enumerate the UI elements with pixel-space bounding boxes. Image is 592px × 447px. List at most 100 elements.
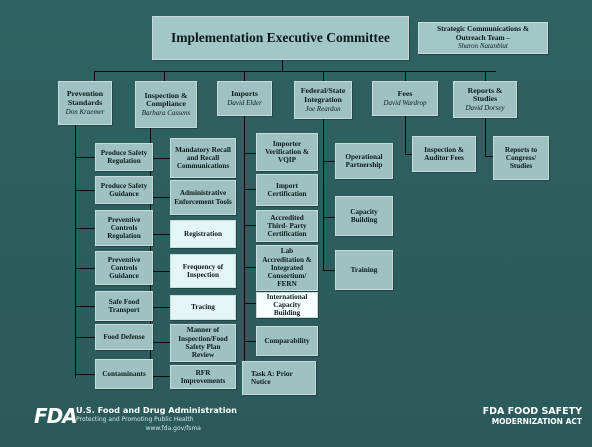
connector-inspection: [164, 71, 166, 81]
spine-fees: [405, 116, 407, 154]
head-inspection-compliance: Inspection & Compliance Barbara Cassens: [135, 81, 197, 128]
fda-tagline: Protecting and Promoting Public Health: [76, 416, 194, 423]
item-label: Preventive Controls Guidance: [107, 255, 141, 281]
item-preventive-controls-guidance: Preventive Controls Guidance: [95, 251, 153, 285]
branch-line: [244, 303, 256, 305]
item-contaminants: Contaminants: [95, 359, 153, 389]
head-title: Inspection & Compliance: [144, 90, 188, 109]
item-label: International Capacity Building: [266, 292, 308, 318]
item-label: Inspection & Auditor Fees: [424, 145, 464, 162]
item-label: Accredited Third- Party Certification: [267, 213, 307, 239]
item-label: Food Defense: [103, 332, 145, 341]
branch-line: [244, 225, 256, 227]
strategic-communications-title: Strategic Communications & Outreach Team…: [437, 24, 529, 42]
item-label: Training: [350, 265, 378, 274]
item-label: Operational Partnership: [345, 152, 383, 169]
branch-line: [150, 271, 170, 273]
item-label: Manner of Inspection/Food Safety Plan Re…: [178, 326, 228, 360]
branch-line: [75, 228, 95, 230]
item-label: Lab Accreditation & Integrated Consortiu…: [262, 247, 312, 289]
executive-committee-box: Implementation Executive Committee: [152, 16, 409, 60]
branch-line: [150, 376, 170, 378]
head-lead: David Dorsey: [465, 104, 505, 113]
item-label: Tracing: [191, 303, 215, 312]
item-label: Reports to Congress/ Studies: [504, 145, 538, 171]
item-administrative-enforcement-tools: Administrative Enforcement Tools: [170, 180, 236, 215]
item-label: Contaminants: [102, 369, 146, 378]
branch-line: [75, 268, 95, 270]
connector-prevention: [94, 71, 96, 81]
connector-imports: [244, 71, 246, 81]
item-label: Registration: [184, 229, 222, 238]
slide-footer: FDA U.S. Food and Drug Administration Pr…: [0, 394, 592, 447]
item-reports-to-congress: Reports to Congress/ Studies: [493, 136, 549, 180]
head-fees: Fees David Wardrop: [372, 81, 438, 116]
branch-line: [323, 217, 335, 219]
item-accredited-third-party: Accredited Third- Party Certification: [256, 210, 318, 242]
item-label: Import Certification: [267, 181, 307, 198]
head-lead: David Wardrop: [383, 98, 427, 107]
spine-prevention: [75, 125, 77, 378]
head-title: Imports: [231, 89, 258, 98]
item-label: Mandatory Recall and Recall Communicatio…: [175, 145, 231, 171]
item-label: Capacity Building: [350, 207, 378, 224]
connector-fees: [405, 71, 407, 81]
item-preventive-controls-regulation: Preventive Controls Regulation: [95, 210, 153, 246]
branch-line: [150, 197, 170, 199]
branch-line: [75, 306, 95, 308]
item-label: Administrative Enforcement Tools: [174, 189, 232, 206]
item-label: Preventive Controls Regulation: [107, 215, 141, 241]
fsma-title-line1: FDA FOOD SAFETY: [482, 406, 582, 417]
item-manner-of-inspection: Manner of Inspection/Food Safety Plan Re…: [170, 324, 236, 362]
item-produce-safety-guidance: Produce Safety Guidance: [95, 176, 153, 204]
spine-federal: [323, 119, 325, 271]
item-label: Importer Verification & VQIP: [265, 139, 309, 165]
head-title: Reports & Studies: [467, 85, 503, 104]
item-inspection-auditor-fees: Inspection & Auditor Fees: [412, 136, 476, 172]
branch-line: [323, 270, 335, 272]
head-lead: Barbara Cassens: [141, 109, 191, 118]
item-importer-verification: Importer Verification & VQIP: [256, 133, 318, 171]
item-label: Produce Safety Guidance: [100, 181, 148, 198]
top-horizontal-connector: [94, 71, 496, 73]
fda-url: www.fda.gov/fsma: [145, 425, 201, 432]
head-imports: Imports David Elder: [217, 81, 272, 116]
branch-line: [244, 189, 256, 191]
item-produce-safety-regulation: Produce Safety Regulation: [95, 143, 153, 171]
head-reports-studies: Reports & Studies David Dorsey: [453, 81, 517, 118]
item-frequency-of-inspection: Frequency of Inspection: [170, 254, 236, 288]
item-comparability: Comparability: [256, 326, 318, 356]
item-tracing: Tracing: [170, 295, 236, 320]
executive-committee-title: Implementation Executive Committee: [171, 29, 390, 45]
item-label: Frequency of Inspection: [182, 262, 224, 279]
strategic-communications-box: Strategic Communications & Outreach Team…: [418, 22, 548, 54]
connector-federal: [323, 71, 325, 81]
item-registration: Registration: [170, 220, 236, 248]
strategic-communications-lead: Sharon Natanblut: [458, 42, 508, 51]
spine-reports: [485, 118, 487, 156]
item-rfr-improvements: RFR Improvements: [170, 365, 236, 389]
item-label: Produce Safety Regulation: [100, 148, 148, 165]
branch-line: [485, 156, 493, 158]
fda-logo: FDA: [34, 404, 78, 428]
head-prevention-standards: Prevention Standards Don Kraemer: [58, 81, 112, 125]
item-safe-food-transport: Safe Food Transport: [95, 291, 153, 321]
branch-line: [244, 153, 256, 155]
branch-line: [244, 267, 256, 269]
branch-line: [150, 158, 170, 160]
head-federal-state-integration: Federal/State Integration Joe Reardon: [294, 81, 352, 119]
branch-line: [75, 157, 95, 159]
branch-line: [150, 307, 170, 309]
head-title: Fees: [397, 89, 413, 98]
item-training: Training: [335, 250, 393, 290]
branch-line: [150, 342, 170, 344]
item-label: Safe Food Transport: [108, 297, 140, 314]
connector-reports: [485, 71, 487, 81]
fda-agency-name: U.S. Food and Drug Administration: [76, 405, 237, 415]
item-import-certification: Import Certification: [256, 174, 318, 206]
branch-line: [150, 234, 170, 236]
item-label: Task A: Prior Notice: [251, 369, 293, 386]
fsma-title-line2: MODERNIZATION ACT: [491, 417, 582, 426]
head-title: Federal/State Integration: [300, 86, 346, 104]
